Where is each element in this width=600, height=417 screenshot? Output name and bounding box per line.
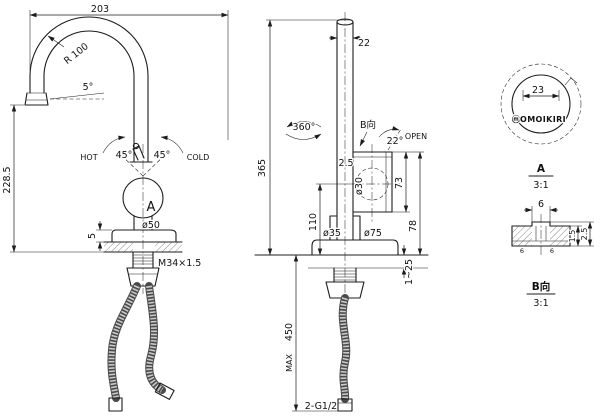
dim-total-height: 228.5 xyxy=(2,166,13,193)
thread-lines xyxy=(334,270,356,281)
thread-lines xyxy=(133,254,153,265)
rotation-arrow xyxy=(285,133,322,140)
dim-open-angle: 22° xyxy=(387,136,404,147)
counter-lines xyxy=(103,241,183,253)
thread-spec: M34×1.5 xyxy=(158,258,201,269)
hose-fitting-right xyxy=(154,382,175,400)
counter-hatch-right xyxy=(155,242,182,252)
dim-counter-thickness: 1~25 xyxy=(404,259,415,285)
handle-lever xyxy=(132,145,145,161)
outlet-centerlines xyxy=(350,144,400,224)
hot-rotation-arrow xyxy=(102,135,126,154)
dim-spout-radius: R 100 xyxy=(62,41,91,67)
angle-line xyxy=(49,92,105,100)
dim-outlet-diameter: ø30 xyxy=(354,177,365,195)
handle-knob xyxy=(132,142,140,150)
dim-hose-length: 450 xyxy=(284,323,295,341)
dim-body-height: 110 xyxy=(308,213,319,231)
radius-leader xyxy=(47,35,65,48)
dim-handle-angle-left: 45° xyxy=(116,150,133,161)
body-sphere xyxy=(122,177,164,219)
hose-braid xyxy=(339,297,350,400)
detail-boundary-circle xyxy=(500,63,582,145)
dim-base-diameter: ø50 xyxy=(142,220,160,231)
aerator-lines xyxy=(26,92,47,101)
side-view: 203 R 100 5° 228.5 HOT COLD 45° 45° A xyxy=(1,3,229,412)
hose-left xyxy=(107,282,141,402)
dim-spout-reach: 203 xyxy=(91,4,109,15)
dim-small-right: 6 xyxy=(550,247,554,255)
dim-small-left: 6 xyxy=(520,247,524,255)
riser-pipe xyxy=(336,21,354,241)
spout-outer-outline xyxy=(29,16,149,163)
base-plate xyxy=(111,229,177,243)
mounting-nut xyxy=(126,267,160,287)
threaded-shank xyxy=(132,251,154,269)
dim-handle-angle-right: 45° xyxy=(154,150,171,161)
dim-spout-height: 365 xyxy=(257,159,268,177)
detail-a-scale: 3:1 xyxy=(533,180,548,191)
section-hatch-left xyxy=(512,226,532,246)
extension-line xyxy=(10,104,104,253)
extension-line xyxy=(96,229,112,243)
counter-hatch-left xyxy=(104,242,133,252)
dim-thickness-inner: 1.5 xyxy=(568,230,577,243)
dim-thickness-outer: 2.5 xyxy=(580,228,589,241)
detail-b-scale: 3:1 xyxy=(533,298,548,309)
dim-outlet-height: 78 xyxy=(408,220,419,232)
hose-right-braid xyxy=(146,285,164,393)
hose-fitting xyxy=(337,398,353,412)
dim-pipe-width: 22 xyxy=(358,38,370,49)
open-position-line xyxy=(387,128,402,151)
cold-rotation-arrow xyxy=(160,135,184,154)
mounting-nut xyxy=(325,281,365,299)
dim-outlet-length: 73 xyxy=(394,177,405,189)
spout-tip xyxy=(24,92,49,106)
detail-b: 6 1.5 2.5 6 6 B向 3:1 xyxy=(511,198,594,310)
detail-a: 23 ⓜ OMOIKIRI A 3:1 xyxy=(500,63,582,192)
base-plate xyxy=(311,239,399,256)
dim-rotation: 360° xyxy=(293,122,316,133)
label-cold: COLD xyxy=(187,153,210,162)
dim-base-thickness: 5 xyxy=(87,233,98,239)
aerator-face-circle xyxy=(511,74,571,134)
view-b-marker: B向 xyxy=(360,119,376,131)
handle-swing-rays xyxy=(118,152,168,177)
detail-marker-a: A xyxy=(147,200,156,215)
threaded-shank xyxy=(333,267,357,283)
detail-a-label: A xyxy=(537,163,546,175)
omoikiri-logo-icon: ⓜ xyxy=(512,114,520,124)
detail-b-label: B向 xyxy=(532,280,551,293)
outlet-lip-line xyxy=(353,152,392,212)
label-hot: HOT xyxy=(80,153,97,162)
extension-line xyxy=(29,10,229,140)
body-neck xyxy=(133,215,153,231)
tab-mark xyxy=(564,77,578,86)
section-hatch-right xyxy=(550,226,570,246)
rotation-arrow xyxy=(286,121,322,128)
outlet-block xyxy=(352,151,393,213)
dim-aerator-width: 23 xyxy=(532,85,544,96)
view-b-arrow xyxy=(359,131,368,147)
label-open: OPEN xyxy=(405,132,427,141)
label-max: MAX xyxy=(285,354,294,372)
dim-slot-width: 6 xyxy=(538,199,544,210)
dim-spout-angle: 5° xyxy=(83,82,94,93)
brand-text: OMOIKIRI xyxy=(520,115,566,124)
body-collar xyxy=(329,215,361,241)
spout-inner-outline xyxy=(43,30,135,163)
dim-base-diameter: ø75 xyxy=(364,228,382,239)
hose-fitting-left xyxy=(108,397,123,412)
dim-outlet-lip: 2.5 xyxy=(338,158,353,169)
front-view: 22 365 360° B向 2.5 22° OPEN ø30 73 78 xyxy=(254,12,429,413)
pipe-cap xyxy=(336,18,354,26)
dim-body-diameter: ø35 xyxy=(323,228,341,239)
thread-spec: 2-G1/2 xyxy=(305,401,337,412)
open-arc-arrow xyxy=(378,126,400,138)
